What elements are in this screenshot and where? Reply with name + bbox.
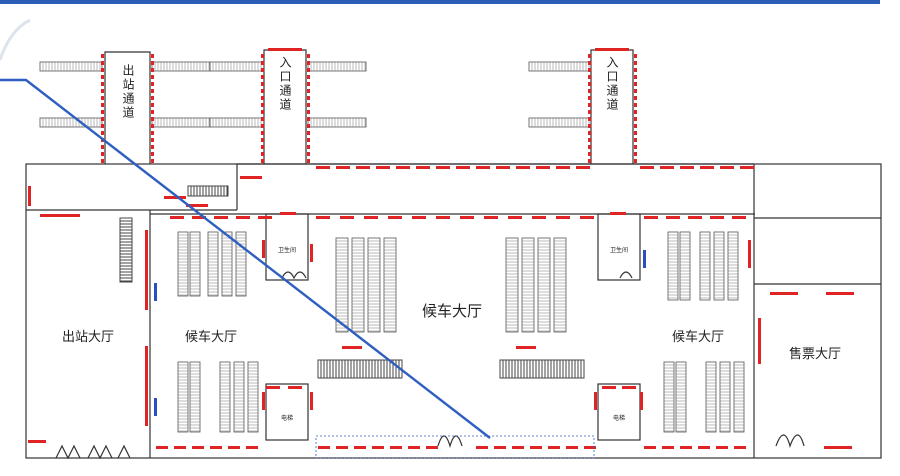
dashed-zone	[315, 435, 595, 459]
gate-markers-blue	[154, 250, 646, 416]
label-restroom-right: 卫生间	[610, 246, 628, 254]
label-entry-passage-right: 入口通道	[605, 56, 619, 112]
label-waiting-left: 候车大厅	[185, 329, 237, 345]
label-elevator-left: 电梯	[281, 414, 293, 422]
label-restroom-left: 卫生间	[278, 246, 296, 254]
label-waiting-right: 候车大厅	[672, 329, 724, 345]
gate-markers-red	[28, 48, 854, 449]
walls	[25, 49, 882, 459]
label-ticket-hall: 售票大厅	[789, 346, 841, 362]
seating-area	[39, 61, 745, 433]
label-exit-passage: 出站通道	[121, 64, 135, 120]
decorative-arc	[0, 18, 31, 61]
label-waiting-center: 候车大厅	[422, 302, 482, 320]
door-arches	[55, 271, 805, 460]
escalators	[119, 185, 585, 379]
label-elevator-right: 电梯	[613, 414, 625, 422]
label-entry-passage-left: 入口通道	[278, 56, 292, 112]
header-bar	[0, 0, 880, 4]
label-exit-hall: 出站大厅	[62, 330, 114, 345]
route-line	[0, 78, 491, 439]
